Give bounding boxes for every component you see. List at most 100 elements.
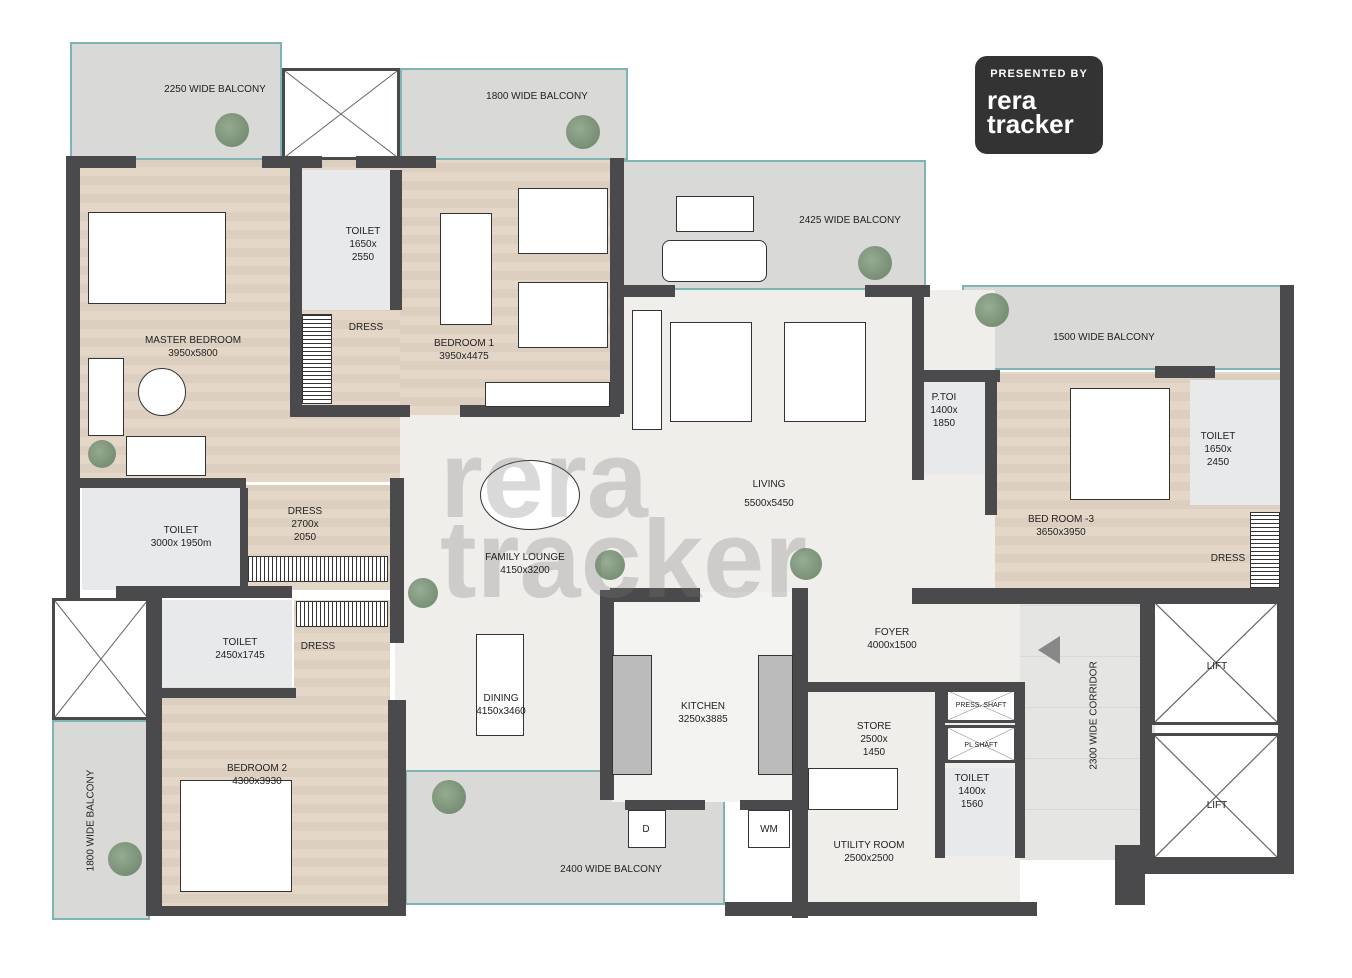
bed (518, 188, 608, 254)
toilet-master-floor (82, 485, 242, 590)
plant (108, 842, 142, 876)
master-bed (88, 212, 226, 304)
lift-2 (1152, 733, 1280, 860)
wall (146, 590, 162, 912)
plant (88, 440, 116, 468)
wall (920, 370, 1000, 382)
label-dress-3: DRESS (1210, 553, 1246, 564)
sofa (88, 358, 124, 436)
wall (290, 405, 410, 417)
toilet-2-floor (162, 600, 292, 688)
round-table (138, 368, 186, 416)
balcony-1500 (962, 285, 1292, 370)
utility-counter (808, 768, 898, 810)
wardrobe (302, 314, 332, 404)
bed (1070, 388, 1170, 500)
bed (180, 780, 292, 892)
wall (388, 700, 406, 915)
kitchen-counter (612, 655, 652, 775)
wall (610, 588, 700, 602)
entry-arrow-icon (1038, 636, 1060, 664)
balcony-1800-left (52, 720, 150, 920)
label-balcony-2250: 2250 WIDE BALCONY (164, 84, 266, 95)
lounge-table (480, 460, 580, 530)
rug (440, 213, 492, 325)
plant (215, 113, 249, 147)
wall (740, 800, 800, 810)
wall (1140, 860, 1294, 874)
sofa (676, 196, 754, 232)
wall (390, 478, 404, 643)
label-balcony-2400: 2400 WIDE BALCONY (560, 864, 662, 875)
label-balcony-2425: 2425 WIDE BALCONY (799, 215, 901, 226)
wall (146, 688, 296, 698)
plant (858, 246, 892, 280)
sofa (126, 436, 206, 476)
toilet-3-floor (1190, 380, 1282, 505)
coffee-table (784, 322, 866, 422)
sofa-l (632, 310, 662, 430)
wardrobe (296, 601, 388, 627)
plant (566, 115, 600, 149)
wall (290, 166, 302, 416)
toilet-1-floor (300, 170, 392, 310)
label-dress-2: DRESS (300, 641, 336, 652)
foyer-floor (795, 590, 1025, 690)
wall (66, 156, 136, 168)
duct-shaft-top (282, 68, 400, 160)
wall (805, 682, 1025, 692)
wall (240, 488, 248, 588)
wall (66, 478, 246, 488)
lift-left (52, 598, 150, 720)
wall (116, 586, 292, 598)
p-toi-floor (920, 380, 992, 475)
label-d: D (642, 824, 650, 835)
balcony-1800-top (400, 68, 628, 160)
wall (625, 800, 705, 810)
balcony-2250 (70, 42, 282, 160)
bed (518, 282, 608, 348)
plant (975, 293, 1009, 327)
plant (408, 578, 438, 608)
wall (912, 290, 924, 480)
label-balcony-1800-top: 1800 WIDE BALCONY (486, 91, 588, 102)
coffee-table (670, 322, 752, 422)
wall (390, 170, 402, 310)
wall (1115, 845, 1145, 905)
label-pl-shaft: PL SHAFT (964, 742, 998, 749)
wall (600, 590, 614, 800)
wall (1278, 600, 1294, 870)
wm-unit (748, 810, 790, 848)
wall (1280, 285, 1294, 595)
wall (146, 906, 406, 916)
desk (485, 382, 610, 407)
plant (595, 550, 625, 580)
dining-table (476, 634, 524, 736)
wardrobe (248, 556, 388, 582)
wall (935, 688, 945, 858)
wall (1155, 366, 1215, 378)
corridor-floor (1020, 600, 1155, 860)
wall (985, 375, 997, 515)
wall (66, 158, 80, 598)
label-press-shaft: PRESS. SHAFT (955, 702, 1007, 709)
toilet-utility-floor (942, 768, 1014, 856)
label-balcony-1800-left: 1800 WIDE BALCONY (85, 769, 97, 872)
wall (1015, 688, 1025, 858)
